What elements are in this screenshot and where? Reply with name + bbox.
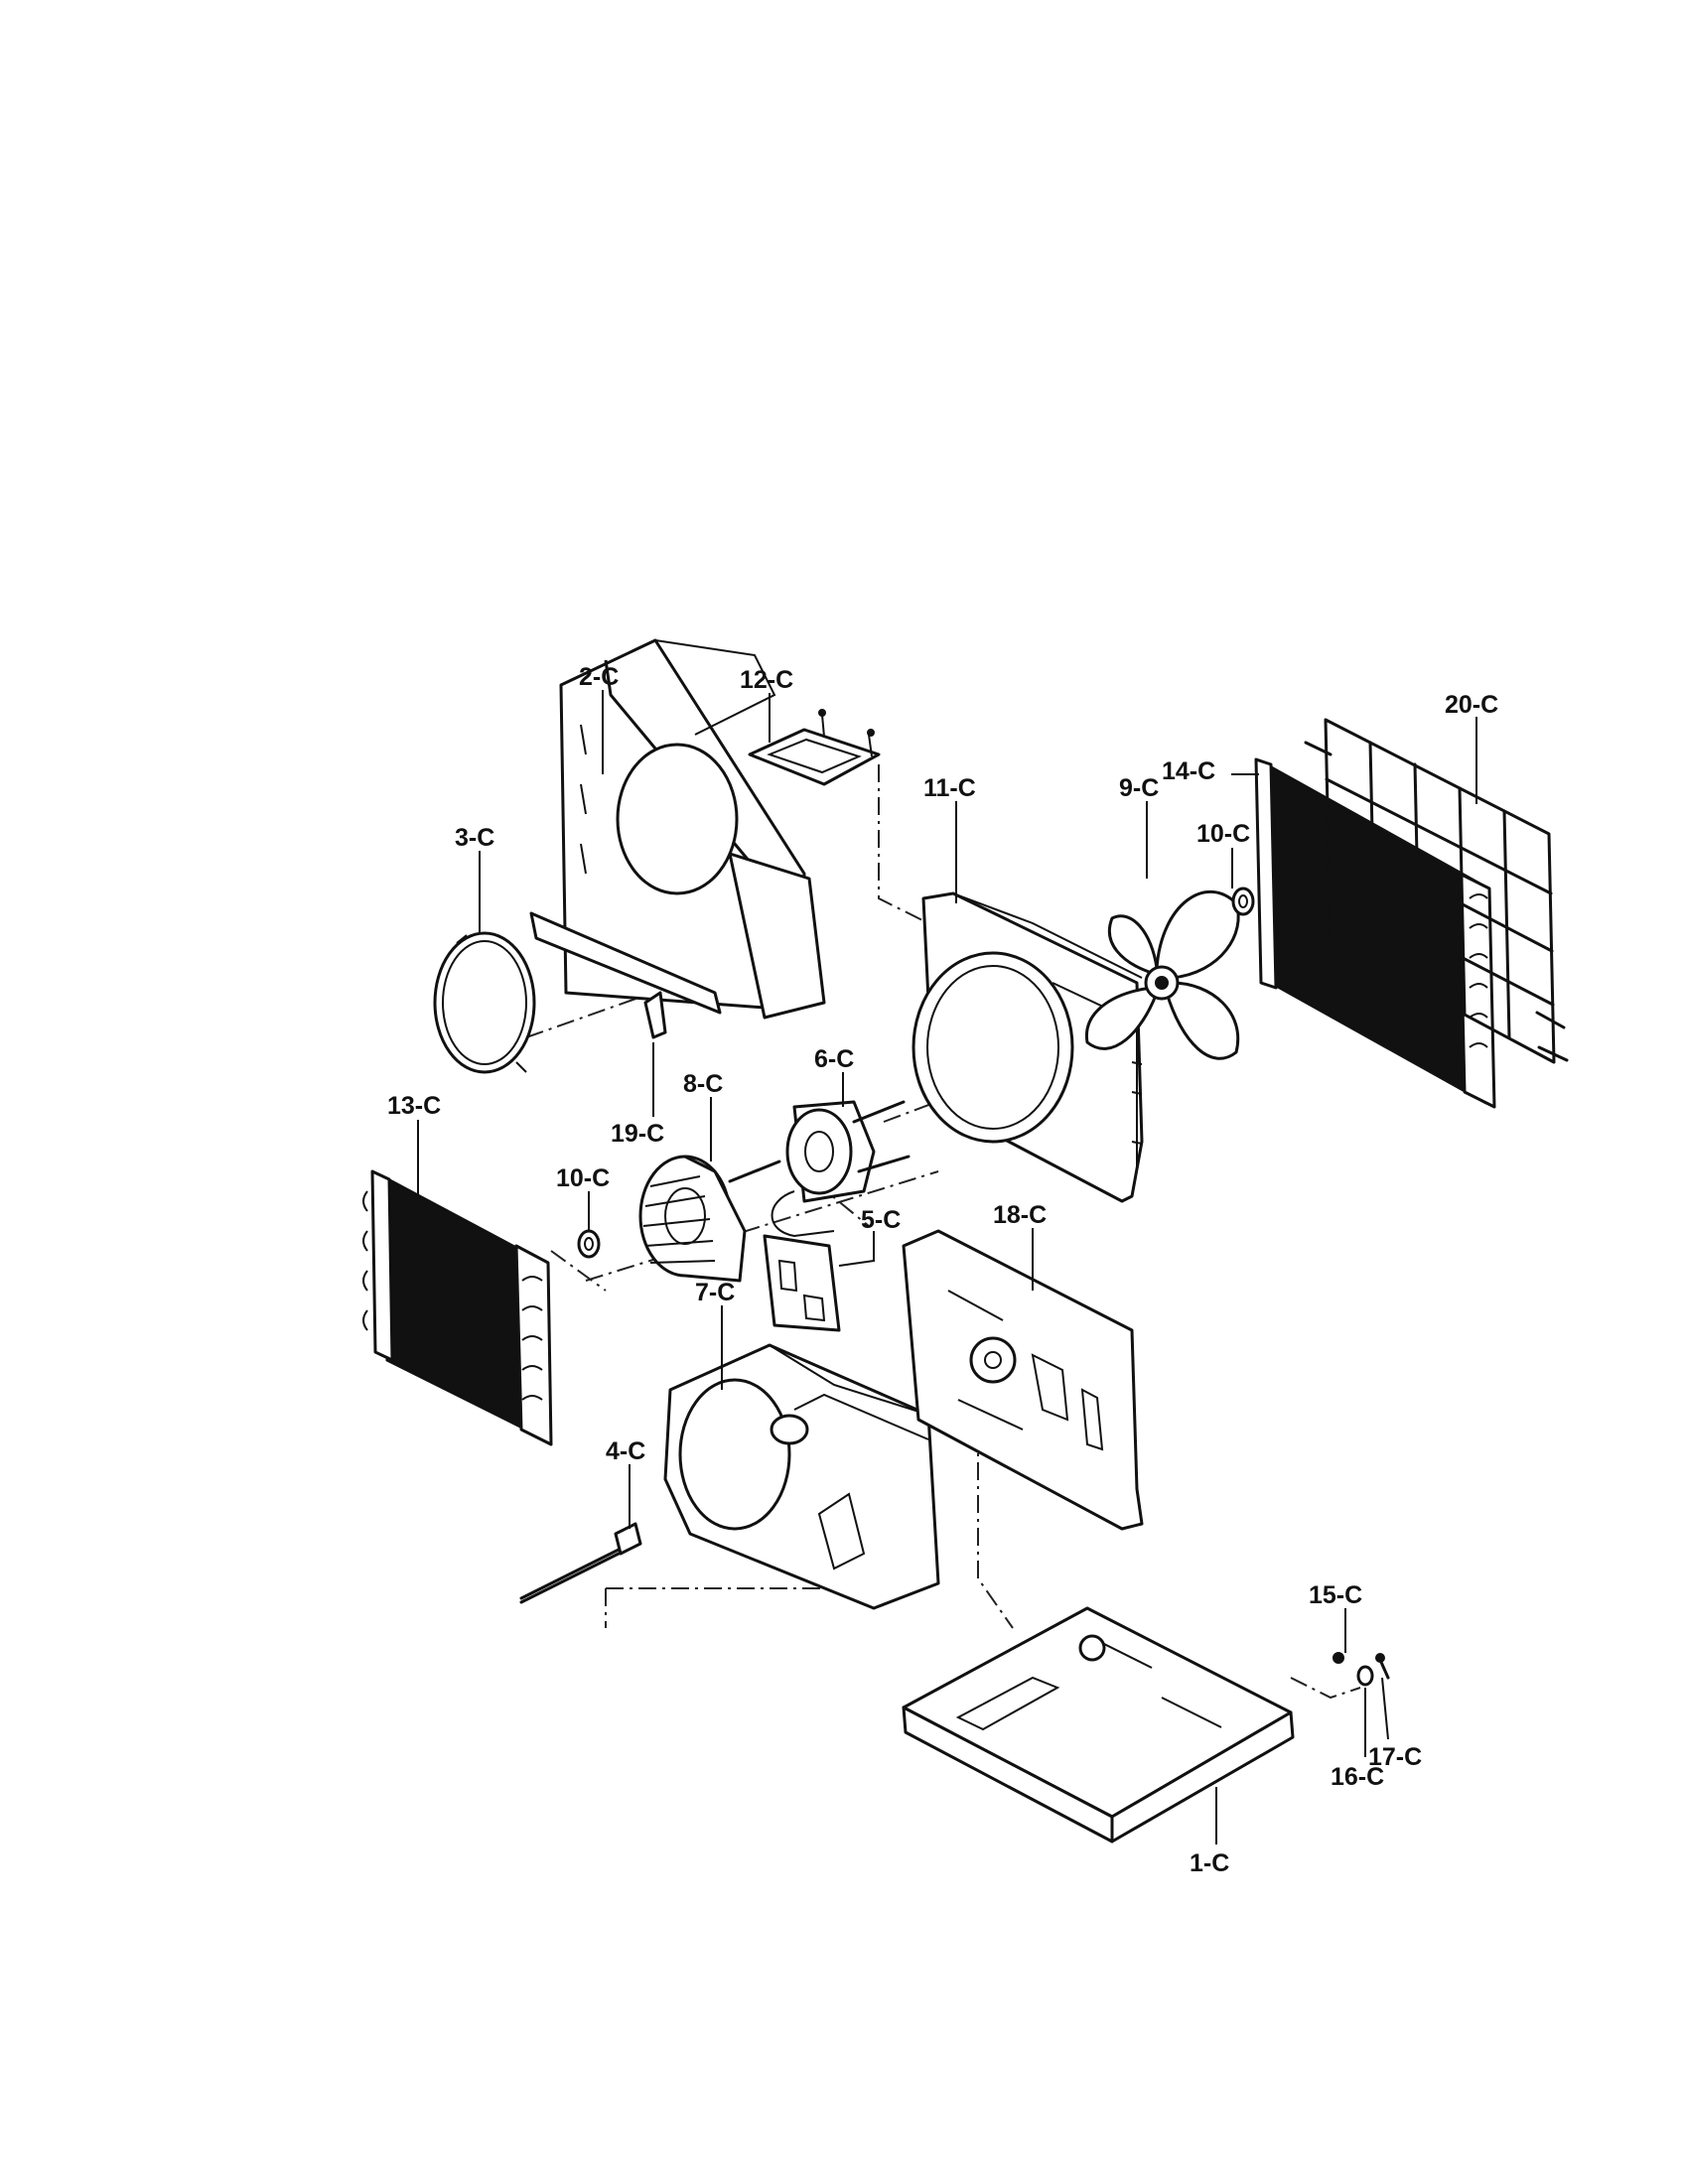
part-1-c-base-pan [902,1606,1295,1843]
part-2-c-scroll-frame [529,638,826,1020]
label-2-c: 2-C [579,663,619,691]
label-7-c: 7-C [695,1279,735,1306]
part-17-c-screw [1375,1653,1390,1680]
part-5-c-bracket [763,1234,841,1332]
part-16-c-washer [1356,1665,1374,1687]
part-10-c-nut-upper [1231,887,1255,916]
assembly-lines [525,764,1361,1700]
part-18-c-partition-panel [902,1229,1144,1531]
label-19-c: 19-C [611,1120,664,1148]
label-20-c: 20-C [1445,691,1498,719]
part-4-c-sensor [519,1522,642,1604]
part-9-c-fan-blade [1084,890,1240,1060]
label-12-c: 12-C [740,666,793,694]
part-15-c-screw [1333,1652,1344,1664]
label-13-c: 13-C [387,1092,441,1120]
label-9-c: 9-C [1119,774,1159,802]
label-11-c: 11-C [923,774,976,802]
label-5-c: 5-C [861,1206,901,1234]
label-18-c: 18-C [993,1201,1047,1229]
part-7-c-blower-housing [663,1343,940,1610]
label-10-c-lower: 10-C [556,1164,610,1192]
part-11-c-fan-shroud [912,891,1144,1203]
label-16-c: 16-C [1331,1763,1384,1791]
label-10-c-upper: 10-C [1196,820,1250,848]
label-14-c: 14-C [1162,757,1215,785]
label-17-c: 17-C [1368,1743,1422,1771]
part-6-c-fan-motor [728,1100,911,1238]
label-8-c: 8-C [683,1070,723,1098]
part-20-c-grille [1304,718,1569,1064]
part-10-c-nut-lower [577,1229,601,1259]
label-6-c: 6-C [814,1045,854,1073]
part-12-c-mounting-plate [748,709,881,786]
label-15-c: 15-C [1309,1581,1362,1609]
leader-lines [417,690,1477,1844]
part-8-c-blower-wheel [638,1155,747,1283]
part-3-c-inlet-ring [433,931,536,1074]
label-1-c: 1-C [1190,1849,1229,1877]
part-13-c-evaporator-coil [362,1169,553,1446]
label-4-c: 4-C [606,1437,645,1465]
label-3-c: 3-C [455,824,494,852]
part-labels: 2-C 12-C 20-C 11-C 9-C 14-C 10-C 3-C 6-C… [387,663,1498,1877]
part-19-c-clip [643,991,667,1039]
